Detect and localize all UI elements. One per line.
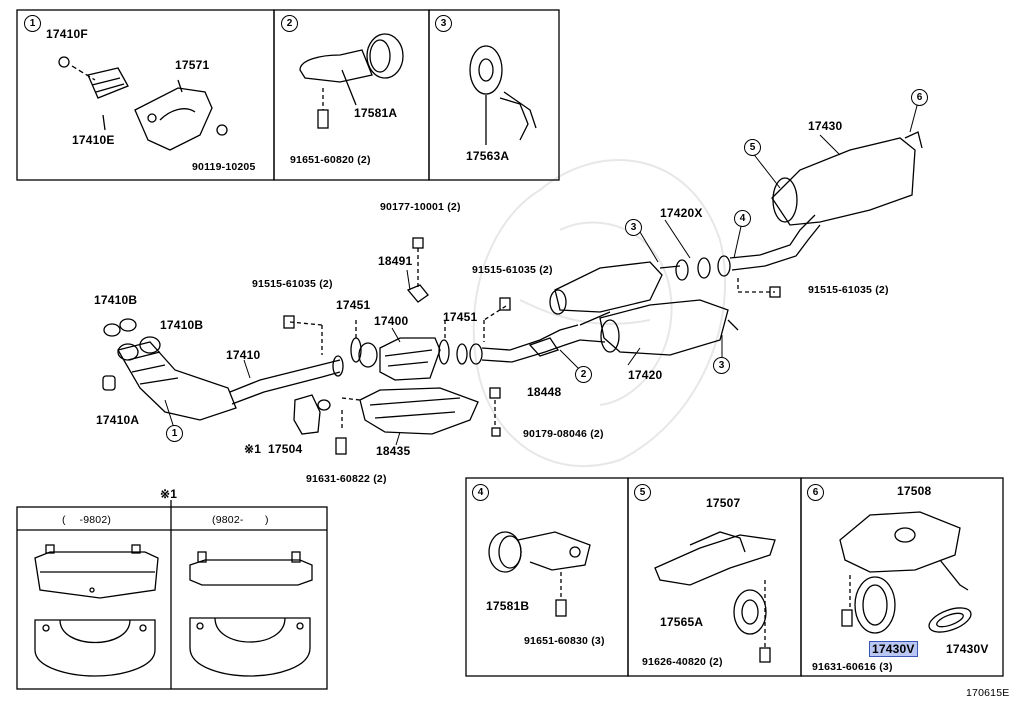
variant-box: [16, 506, 328, 690]
callout-2[interactable]: 2: [575, 366, 592, 383]
part-18435[interactable]: 18435: [376, 444, 411, 458]
part-17410[interactable]: 17410: [226, 348, 261, 362]
part-17451-right[interactable]: 17451: [443, 310, 478, 324]
catalytic-converter: [350, 320, 450, 381]
variant-art-right: [189, 551, 313, 677]
label-leaders: [164, 101, 919, 446]
inset2-art: [299, 33, 404, 129]
gasket-17420x: [675, 255, 731, 281]
part-91515-61035-a[interactable]: 91515-61035 (2): [472, 264, 553, 276]
part-17410B-1[interactable]: 17410B: [94, 293, 138, 307]
part-17581B[interactable]: 17581B: [486, 599, 530, 613]
part-17430V-highlighted[interactable]: 17430V: [869, 641, 918, 657]
part-17508[interactable]: 17508: [897, 484, 932, 498]
fasteners: [283, 237, 781, 455]
inset-number-4: 4: [472, 484, 489, 501]
part-17430V[interactable]: 17430V: [946, 642, 989, 656]
inset-number-3: 3: [435, 15, 452, 32]
part-91631-60616[interactable]: 91631-60616 (3): [812, 661, 893, 673]
part-17507[interactable]: 17507: [706, 496, 741, 510]
note-mark-variant: ※1: [160, 487, 178, 501]
part-17410A[interactable]: 17410A: [96, 413, 140, 427]
part-90177-10001[interactable]: 90177-10001 (2): [380, 201, 461, 213]
watermark: [472, 159, 727, 468]
tail-pipe: [729, 131, 923, 293]
inset-box-3: [428, 9, 560, 181]
part-17420[interactable]: 17420: [628, 368, 663, 382]
callout-6[interactable]: 6: [911, 89, 928, 106]
part-17420X[interactable]: 17420X: [660, 206, 703, 220]
inset-number-6: 6: [807, 484, 824, 501]
part-17400[interactable]: 17400: [374, 314, 409, 328]
variant-col-2-header: (9802- ): [212, 514, 269, 526]
part-17430[interactable]: 17430: [808, 119, 843, 133]
bracket-17504: [293, 394, 331, 435]
part-90119-10205[interactable]: 90119-10205: [192, 161, 256, 173]
callout-3-lower[interactable]: 3: [713, 357, 730, 374]
inset1-art: [58, 56, 228, 151]
diagram-code: 170615E: [966, 687, 1010, 699]
inset4-art: [488, 531, 591, 617]
center-muffler: [549, 261, 739, 356]
part-91515-61035-c[interactable]: 91515-61035 (2): [808, 284, 889, 296]
heat-insulator: [341, 387, 479, 435]
part-91651-60820[interactable]: 91651-60820 (2): [290, 154, 371, 166]
part-18491[interactable]: 18491: [378, 254, 413, 268]
note-mark-17504: ※1: [244, 442, 262, 456]
part-17504[interactable]: 17504: [268, 442, 303, 456]
center-pipe: [456, 324, 581, 365]
inset-number-1: 1: [24, 15, 41, 32]
part-17581A[interactable]: 17581A: [354, 106, 398, 120]
part-17565A[interactable]: 17565A: [660, 615, 704, 629]
front-pipe: [229, 355, 344, 405]
inset-number-5: 5: [634, 484, 651, 501]
part-91626-40820[interactable]: 91626-40820 (2): [642, 656, 723, 668]
part-17410B-2[interactable]: 17410B: [160, 318, 204, 332]
part-90179-08046[interactable]: 90179-08046 (2): [523, 428, 604, 440]
part-17451-left[interactable]: 17451: [336, 298, 371, 312]
callout-4[interactable]: 4: [734, 210, 751, 227]
inset-number-2: 2: [281, 15, 298, 32]
part-91651-60830[interactable]: 91651-60830 (3): [524, 635, 605, 647]
part-91631-60822[interactable]: 91631-60822 (2): [306, 473, 387, 485]
callout-3-upper[interactable]: 3: [625, 219, 642, 236]
variant-col-1-header: ( -9802): [62, 514, 112, 526]
part-17563A[interactable]: 17563A: [466, 149, 510, 163]
inset5-art: [654, 531, 776, 663]
part-17410E[interactable]: 17410E: [72, 133, 115, 147]
inset3-art: [469, 45, 537, 145]
variant-art-left: [34, 544, 159, 677]
part-17571[interactable]: 17571: [175, 58, 210, 72]
part-18448[interactable]: 18448: [527, 385, 562, 399]
fastener-leaders: [289, 248, 507, 426]
inset-box-6: [800, 477, 1004, 677]
inset6-art: [839, 511, 972, 634]
part-17410F[interactable]: 17410F: [46, 27, 88, 41]
part-91515-61035-b[interactable]: 91515-61035 (2): [252, 278, 333, 290]
exhaust-manifold: [102, 318, 237, 421]
callout-5[interactable]: 5: [744, 139, 761, 156]
callout-1[interactable]: 1: [166, 425, 183, 442]
